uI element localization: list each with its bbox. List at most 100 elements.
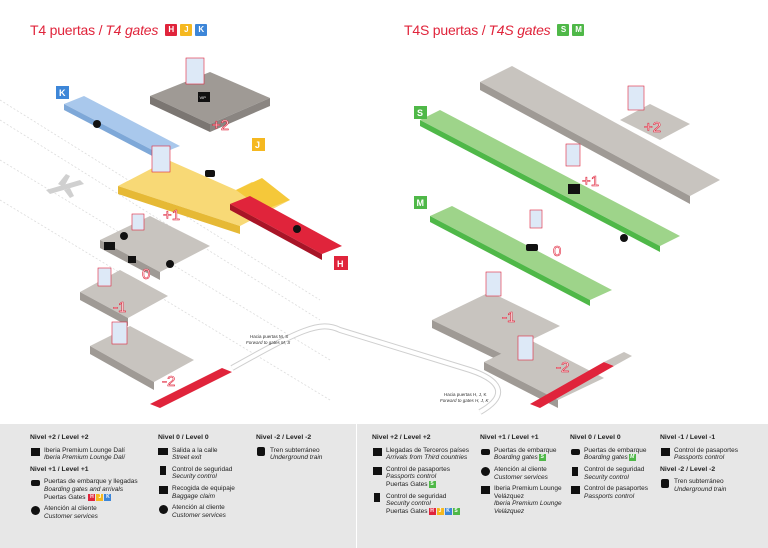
legend-text-en: Boarding gates [584, 454, 628, 462]
pier-k-badge [56, 86, 69, 99]
t4-level-plus2: +2 VIP [150, 57, 270, 134]
legend-text: Iberia Premium Lounge Dalí [44, 446, 125, 454]
pier-j-badge [252, 138, 265, 151]
mini-badge-k: K [444, 507, 452, 515]
legend-text: Control de seguridad [172, 465, 233, 473]
legend-text: Puertas de embarque y llegadas [44, 478, 138, 486]
walkway-note-t4s-en: Forward to gates H, J, K [440, 398, 490, 403]
gate-badge-j: J [180, 24, 193, 36]
baggage-icon [128, 256, 136, 263]
legend-text: Atención al cliente [494, 466, 547, 473]
info-icon [620, 234, 628, 242]
t4s-title: T4S puertas / T4S gates S M [404, 22, 585, 38]
pier-s-label: S [417, 108, 423, 118]
legend-heading: Nivel -2 / Level -2 [660, 465, 716, 473]
t4-level-label-plus1: +1 [163, 207, 180, 224]
legend-text-en: Security control [584, 473, 629, 481]
legend-heading: Nivel 0 / Level 0 [570, 434, 621, 441]
legend-text: Llegadas de Terceros países [386, 446, 469, 454]
arrivals-icon [372, 447, 382, 457]
mini-badge-j: J [96, 493, 104, 501]
pier-j-label: J [255, 140, 260, 150]
airport-map: +2 VIP K +1 J H 0 [0, 57, 720, 415]
gates-icon [30, 478, 40, 488]
t4-title-es: T4 puertas / [30, 22, 103, 38]
t4s-level-label-minus2: -2 [556, 359, 569, 376]
gate-badge-m: M [572, 24, 585, 36]
legend-heading: Nivel +1 / Level +1 [30, 465, 89, 473]
t4s-level-label-0: 0 [553, 243, 561, 260]
gates-icon [526, 244, 538, 251]
legend-text-en: Baggage claim [172, 492, 215, 500]
train-icon [256, 447, 266, 457]
walkway [230, 323, 502, 415]
pier-s-badge [414, 106, 427, 119]
legend-text: Salida a la calle [172, 446, 218, 454]
mini-badge-s: S [452, 507, 460, 515]
legend-text-en: Passports control [584, 492, 635, 500]
legend-text-en: Customer services [44, 512, 98, 520]
legend-text: Iberia Premium Lounge [494, 485, 562, 493]
t4-level-label-plus2: +2 [212, 117, 229, 134]
mini-badge-h: H [428, 507, 436, 515]
mini-badge-s: S [428, 480, 436, 488]
info-icon [166, 260, 174, 268]
legend-text-en: Security control [172, 473, 217, 481]
t4s-pier-m: M 0 [414, 196, 612, 306]
mini-badge-j: J [436, 507, 444, 515]
legend-text: Puertas Gates [386, 481, 428, 489]
legend-text-en: Customer services [494, 473, 548, 481]
mini-badge-s: S [538, 454, 546, 462]
pier-h-label: H [337, 259, 344, 269]
pier-k-label: K [59, 88, 66, 98]
baggage-icon [158, 485, 168, 495]
legend-text: Tren subterráneo [674, 478, 724, 486]
exit-icon [158, 447, 168, 457]
legend-text-en: Passports control [386, 473, 437, 481]
t4-title: T4 puertas / T4 gates H J K [30, 22, 208, 38]
pier-m-label: M [417, 198, 425, 208]
legend-heading: Nivel -2 / Level -2 [256, 434, 312, 441]
legend-text-en: Arrivals from Third countries [386, 454, 468, 462]
info-icon [120, 232, 128, 240]
mini-badge-h: H [88, 493, 96, 501]
legend-text-en: Iberia Premium Lounge Velázquez [494, 500, 562, 515]
info-icon [93, 120, 101, 128]
security-icon [570, 466, 580, 476]
legend-heading: Nivel +1 / Level +1 [480, 434, 539, 441]
vip-lounge-icon [568, 184, 580, 194]
legend-t4s-col4: Nivel -1 / Level -1 Control de pasaporte… [660, 434, 760, 498]
vip-lounge-icon [198, 92, 210, 102]
legend-text: Puertas de embarque [494, 446, 557, 454]
passport-icon [660, 447, 670, 457]
t4-level-label-0: 0 [142, 266, 150, 283]
airplane-icon [46, 174, 84, 198]
legend-text: Recogida de equipaje [172, 484, 235, 492]
legend-text: Control de seguridad [386, 492, 447, 500]
legend-text: Puertas Gates [386, 508, 428, 516]
legend-t4s-col1: Nivel +2 / Level +2 Llegadas de Terceros… [372, 434, 476, 520]
legend-text-en: Underground train [270, 454, 323, 462]
info-icon [158, 504, 168, 514]
legend-text: Puertas Gates [44, 493, 86, 501]
t4-level-label-minus1: -1 [113, 299, 126, 316]
legend-heading: Nivel 0 / Level 0 [158, 434, 209, 441]
legend-text: Velázquez [494, 492, 524, 500]
vip-icon [480, 485, 490, 495]
